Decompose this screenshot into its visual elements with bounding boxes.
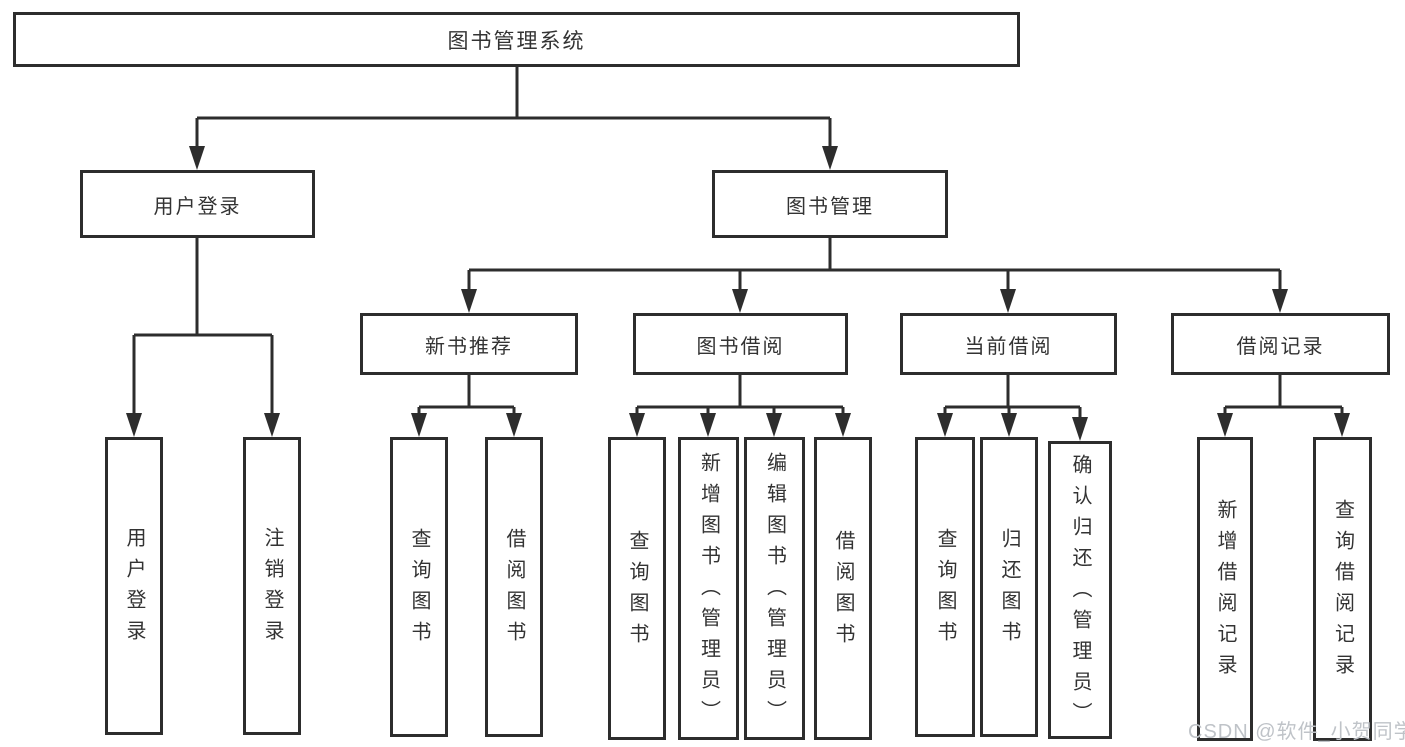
arrowhead-icon	[835, 413, 851, 437]
arrowhead-icon	[1272, 289, 1288, 313]
arrowhead-icon	[506, 413, 522, 437]
arrowhead-icon	[1072, 417, 1088, 441]
arrowhead-icon	[1000, 289, 1016, 313]
leaf-query-books-current: 查询图书	[915, 437, 975, 737]
arrowhead-icon	[1217, 413, 1233, 437]
branch-user-login	[126, 238, 280, 437]
branch-book-borrow	[629, 375, 851, 437]
leaf-add-books-admin: 新增图书（管理员）	[678, 437, 739, 740]
node-new-book-recommend: 新书推荐	[360, 313, 578, 375]
leaf-query-books-borrow: 查询图书	[608, 437, 666, 740]
node-user-login: 用户登录	[80, 170, 315, 238]
arrowhead-icon	[732, 289, 748, 313]
arrowhead-icon	[461, 289, 477, 313]
arrowhead-icon	[189, 146, 205, 170]
leaf-query-books-recommend: 查询图书	[390, 437, 448, 737]
csdn-watermark: CSDN @软件_小贺同学	[1188, 721, 1405, 743]
leaf-logout: 注销登录	[243, 437, 301, 735]
leaf-confirm-return-admin: 确认归还（管理员）	[1048, 441, 1112, 739]
branch-current-borrow	[937, 375, 1088, 441]
arrowhead-icon	[126, 413, 142, 437]
arrowhead-icon	[937, 413, 953, 437]
node-book-borrow: 图书借阅	[633, 313, 848, 375]
arrowhead-icon	[1334, 413, 1350, 437]
leaf-query-borrow-record: 查询借阅记录	[1313, 437, 1372, 741]
node-current-borrow: 当前借阅	[900, 313, 1117, 375]
node-borrow-record: 借阅记录	[1171, 313, 1390, 375]
node-book-management: 图书管理	[712, 170, 948, 238]
leaf-add-borrow-record: 新增借阅记录	[1197, 437, 1253, 741]
arrowhead-icon	[766, 413, 782, 437]
branch-book-management	[461, 238, 1288, 313]
branch-root	[189, 67, 838, 170]
arrowhead-icon	[264, 413, 280, 437]
arrowhead-icon	[700, 413, 716, 437]
leaf-borrow-books-recommend: 借阅图书	[485, 437, 543, 737]
leaf-user-login: 用户登录	[105, 437, 163, 735]
node-root-title: 图书管理系统	[13, 12, 1020, 67]
arrowhead-icon	[1001, 413, 1017, 437]
branch-borrow-record	[1217, 375, 1350, 437]
arrowhead-icon	[629, 413, 645, 437]
leaf-borrow-books: 借阅图书	[814, 437, 872, 740]
leaf-return-books: 归还图书	[980, 437, 1038, 737]
arrowhead-icon	[822, 146, 838, 170]
arrowhead-icon	[411, 413, 427, 437]
leaf-edit-books-admin: 编辑图书（管理员）	[744, 437, 805, 740]
branch-new-book-recommend	[411, 375, 522, 437]
